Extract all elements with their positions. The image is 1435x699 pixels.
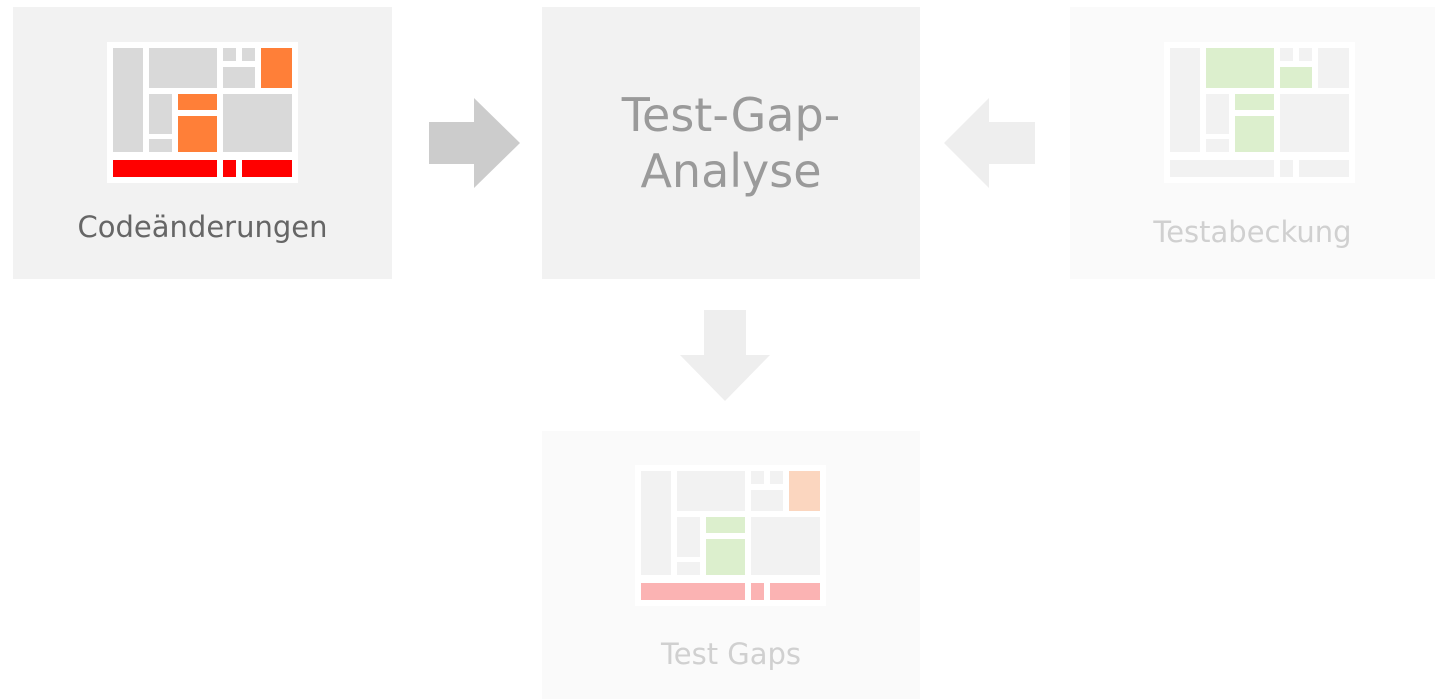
treemap-block — [1299, 48, 1312, 61]
treemap-block — [223, 94, 292, 152]
test-gaps-treemap — [635, 465, 826, 606]
treemap-block-covered — [1235, 94, 1274, 110]
treemap-block-gap — [641, 583, 745, 600]
treemap-block — [751, 517, 820, 575]
treemap-block-covered — [706, 517, 745, 533]
code-changes-treemap — [107, 42, 298, 183]
treemap-block — [223, 67, 255, 88]
treemap-block-gap — [789, 471, 820, 511]
code-changes-panel: Codeänderungen — [13, 7, 392, 279]
treemap-block — [641, 471, 671, 575]
coverage-panel: Testabeckung — [1070, 7, 1435, 279]
treemap-block — [223, 48, 236, 61]
treemap-block — [1280, 94, 1349, 152]
test-gaps-label: Test Gaps — [660, 637, 802, 671]
treemap-block — [677, 562, 700, 575]
treemap-block — [1318, 48, 1349, 88]
arrow-right-icon — [429, 98, 520, 188]
treemap-block-covered — [706, 539, 745, 575]
analysis-title-line1: Test-Gap- — [621, 88, 841, 142]
treemap-block-changed — [113, 160, 217, 177]
treemap-block-covered — [1206, 48, 1274, 88]
treemap-block-changed — [178, 94, 217, 110]
code-changes-label: Codeänderungen — [77, 210, 328, 244]
treemap-block — [770, 471, 783, 484]
treemap-block — [677, 517, 700, 557]
arrow-left-icon — [944, 98, 1035, 188]
treemap-block-gap — [751, 583, 764, 600]
coverage-treemap — [1164, 42, 1355, 183]
analysis-panel: Test-Gap- Analyse — [542, 7, 920, 279]
analysis-title-line2: Analyse — [640, 144, 822, 198]
coverage-label: Testabeckung — [1153, 215, 1352, 249]
treemap-block — [1206, 94, 1229, 134]
treemap-block-changed — [178, 116, 217, 152]
treemap-block — [149, 94, 172, 134]
treemap-block — [1206, 139, 1229, 152]
treemap-block — [677, 471, 745, 511]
treemap-block — [751, 490, 783, 511]
treemap-block-gap — [770, 583, 820, 600]
arrow-down-icon — [680, 310, 770, 401]
treemap-block — [1170, 160, 1274, 177]
treemap-block-changed — [242, 160, 292, 177]
treemap-block — [242, 48, 255, 61]
treemap-block — [149, 48, 217, 88]
treemap-block — [113, 48, 143, 152]
treemap-block — [1280, 160, 1293, 177]
treemap-block — [1280, 48, 1293, 61]
treemap-block-covered — [1280, 67, 1312, 88]
treemap-block — [751, 471, 764, 484]
treemap-block — [1170, 48, 1200, 152]
treemap-block — [149, 139, 172, 152]
treemap-block — [1299, 160, 1349, 177]
treemap-block-changed — [261, 48, 292, 88]
treemap-block-covered — [1235, 116, 1274, 152]
test-gaps-panel: Test Gaps — [542, 431, 920, 699]
treemap-block-changed — [223, 160, 236, 177]
